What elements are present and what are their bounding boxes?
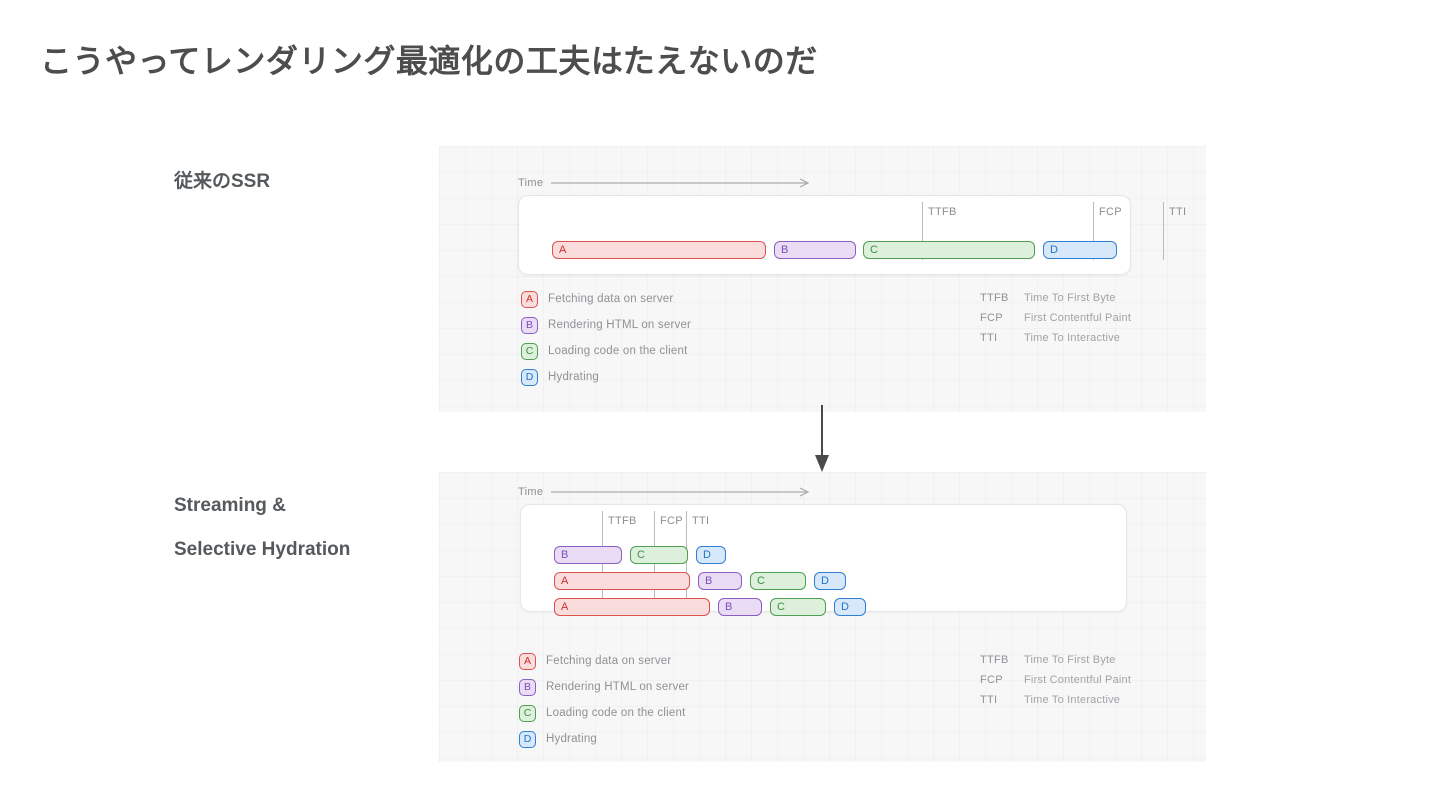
metric-abbr-ttfb: TTFB: [980, 654, 1009, 666]
metric-abbr-tti: TTI: [980, 694, 998, 706]
timeline-bar-b[interactable]: B: [554, 546, 622, 564]
marker-line-fcp: [1093, 202, 1094, 260]
timeline-bar-b[interactable]: B: [774, 241, 856, 259]
legend-item-c: C Loading code on the client: [519, 700, 689, 726]
timeline-bar-d[interactable]: D: [1043, 241, 1117, 259]
timeline-bar-d[interactable]: D: [834, 598, 866, 616]
metric-name-ttfb: Time To First Byte: [1024, 292, 1116, 304]
legend-chip-c-icon: C: [521, 342, 538, 360]
legend-label-d: Hydrating: [546, 733, 598, 745]
timeline-bar-c[interactable]: C: [863, 241, 1035, 259]
marker-line-tti: [1163, 202, 1164, 260]
legend-item-b: B Rendering HTML on server: [519, 674, 689, 700]
metric-abbr-ttfb: TTFB: [980, 292, 1009, 304]
legend-chip-d-icon: D: [521, 368, 538, 386]
metric-abbr-tti: TTI: [980, 332, 998, 344]
section-label-traditional-ssr: 従来のSSR: [174, 171, 271, 192]
timeline-bar-d[interactable]: D: [814, 572, 846, 590]
legend-item-b: B Rendering HTML on server: [521, 312, 691, 338]
legend-chip-c-icon: C: [519, 704, 536, 722]
legend-item-d: D Hydrating: [521, 364, 691, 390]
time-arrow-icon: [551, 487, 810, 497]
time-axis-top: Time: [518, 177, 815, 189]
time-axis-label: Time: [518, 177, 544, 189]
legend-label-c: Loading code on the client: [546, 707, 686, 719]
timeline-bar-c[interactable]: C: [630, 546, 688, 564]
metric-item-ttfb: TTFB Time To First Byte: [980, 288, 1131, 308]
marker-label-fcp: FCP: [660, 515, 683, 527]
page-title: こうやってレンダリング最適化の工夫はたえないのだ: [40, 43, 818, 79]
metric-abbr-fcp: FCP: [980, 674, 1003, 686]
marker-label-fcp: FCP: [1099, 206, 1122, 218]
timeline-bar-b[interactable]: B: [718, 598, 762, 616]
metric-item-fcp: FCP First Contentful Paint: [980, 670, 1131, 690]
metric-item-tti: TTI Time To Interactive: [980, 690, 1131, 710]
legend-label-a: Fetching data on server: [546, 655, 672, 667]
timeline-bar-a[interactable]: A: [552, 241, 766, 259]
metric-item-tti: TTI Time To Interactive: [980, 328, 1131, 348]
legend-label-b: Rendering HTML on server: [548, 319, 692, 331]
legend-chip-a-icon: A: [519, 652, 536, 670]
legend-chip-b-icon: B: [521, 316, 538, 334]
metric-item-fcp: FCP First Contentful Paint: [980, 308, 1131, 328]
marker-line-ttfb: [922, 202, 923, 260]
legend-chip-d-icon: D: [519, 730, 536, 748]
panel-streaming-selective-hydration: Time TTFB FCP TTI B C D A B C D A B C D …: [439, 472, 1206, 762]
metric-name-tti: Time To Interactive: [1024, 694, 1121, 706]
section-label-line1: Streaming &: [174, 495, 286, 516]
section-label-line2: Selective Hydration: [174, 539, 351, 560]
timeline-card-streaming: TTFB FCP TTI B C D A B C D A B C D: [520, 504, 1127, 616]
metric-item-ttfb: TTFB Time To First Byte: [980, 650, 1131, 670]
section-label-streaming-selective-hydration: Streaming & Selective Hydration: [174, 484, 434, 572]
connector-arrow-icon: [815, 405, 829, 472]
timeline-bar-c[interactable]: C: [770, 598, 826, 616]
legend-chip-b-icon: B: [519, 678, 536, 696]
legend-item-d: D Hydrating: [519, 726, 689, 752]
marker-label-tti: TTI: [1169, 206, 1187, 218]
metric-name-ttfb: Time To First Byte: [1024, 654, 1116, 666]
timeline-card-traditional-ssr: TTFB FCP TTI A B C D: [518, 195, 1186, 275]
marker-label-tti: TTI: [692, 515, 710, 527]
timeline-bar-b[interactable]: B: [698, 572, 742, 590]
timeline-bar-a[interactable]: A: [554, 598, 710, 616]
legend-tasks-bottom: A Fetching data on server B Rendering HT…: [519, 648, 689, 752]
timeline-bar-d[interactable]: D: [696, 546, 726, 564]
metric-abbr-fcp: FCP: [980, 312, 1003, 324]
marker-label-ttfb: TTFB: [608, 515, 637, 527]
legend-item-a: A Fetching data on server: [519, 648, 689, 674]
metric-name-tti: Time To Interactive: [1024, 332, 1121, 344]
panel-traditional-ssr: Time TTFB FCP TTI A B C D A Fetching dat…: [439, 146, 1206, 412]
legend-label-a: Fetching data on server: [548, 293, 674, 305]
legend-item-a: A Fetching data on server: [521, 286, 691, 312]
legend-metrics-top: TTFB Time To First Byte FCP First Conten…: [980, 288, 1131, 348]
legend-metrics-bottom: TTFB Time To First Byte FCP First Conten…: [980, 650, 1131, 710]
metric-name-fcp: First Contentful Paint: [1024, 312, 1132, 324]
legend-item-c: C Loading code on the client: [521, 338, 691, 364]
legend-label-c: Loading code on the client: [548, 345, 688, 357]
legend-label-b: Rendering HTML on server: [546, 681, 690, 693]
timeline-bar-c[interactable]: C: [750, 572, 806, 590]
time-arrow-icon: [551, 178, 810, 188]
time-axis-label: Time: [518, 486, 544, 498]
metric-name-fcp: First Contentful Paint: [1024, 674, 1132, 686]
marker-label-ttfb: TTFB: [928, 206, 957, 218]
legend-tasks-top: A Fetching data on server B Rendering HT…: [521, 286, 691, 390]
legend-chip-a-icon: A: [521, 290, 538, 308]
time-axis-bottom: Time: [518, 486, 815, 498]
timeline-bar-a[interactable]: A: [554, 572, 690, 590]
legend-label-d: Hydrating: [548, 371, 600, 383]
